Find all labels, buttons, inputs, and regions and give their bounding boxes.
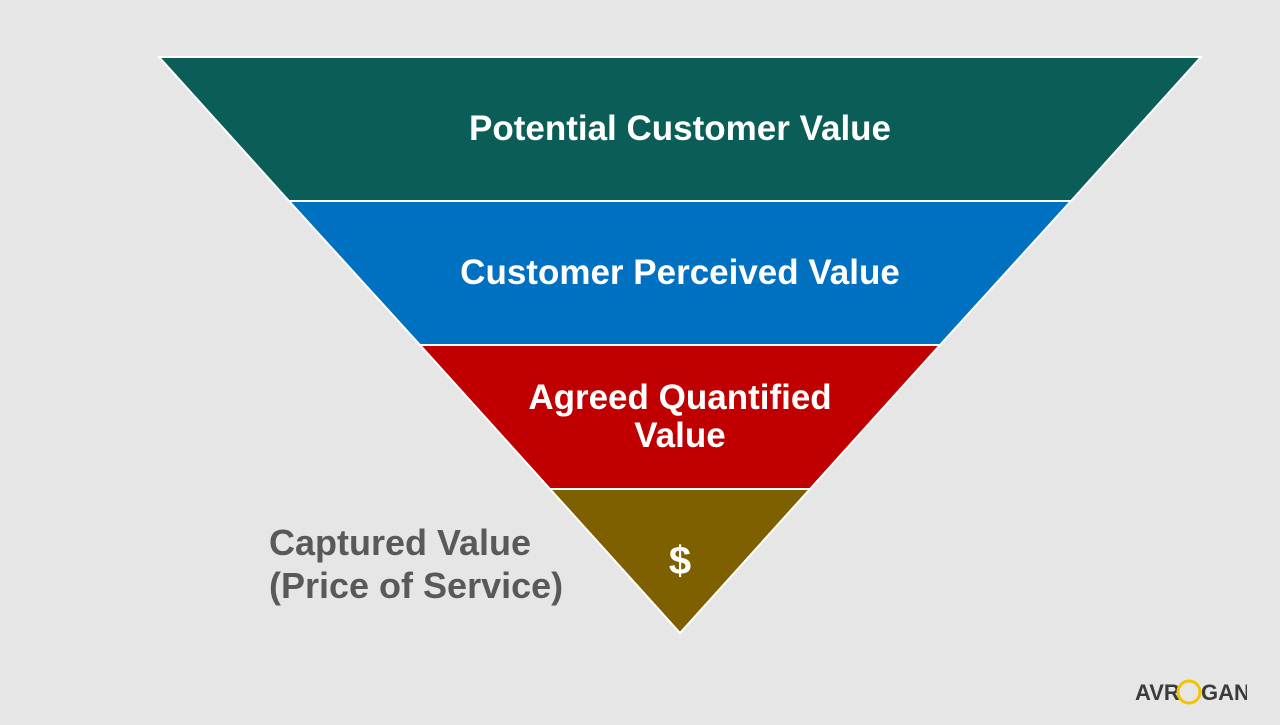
avrogan-logo: AVR GAN <box>1135 679 1247 705</box>
price-of-service-subtitle: (Price of Service) <box>269 565 564 606</box>
funnel-level-captured-value <box>547 488 813 635</box>
logo-text-right: GAN <box>1201 680 1247 705</box>
logo-text-left: AVR <box>1135 680 1180 705</box>
funnel-label-agreed-quantified-value-line2: Value <box>634 416 725 455</box>
logo-ring-icon <box>1176 679 1202 705</box>
funnel-label-customer-perceived-value: Customer Perceived Value <box>460 253 900 292</box>
funnel-label-dollar-sign: $ <box>669 539 691 583</box>
captured-value-title: Captured Value <box>269 522 532 563</box>
captured-value-label: Captured Value (Price of Service) <box>269 521 609 607</box>
funnel-label-agreed-quantified-value-line1: Agreed Quantified <box>528 378 831 417</box>
funnel-label-potential-customer-value: Potential Customer Value <box>469 109 891 148</box>
